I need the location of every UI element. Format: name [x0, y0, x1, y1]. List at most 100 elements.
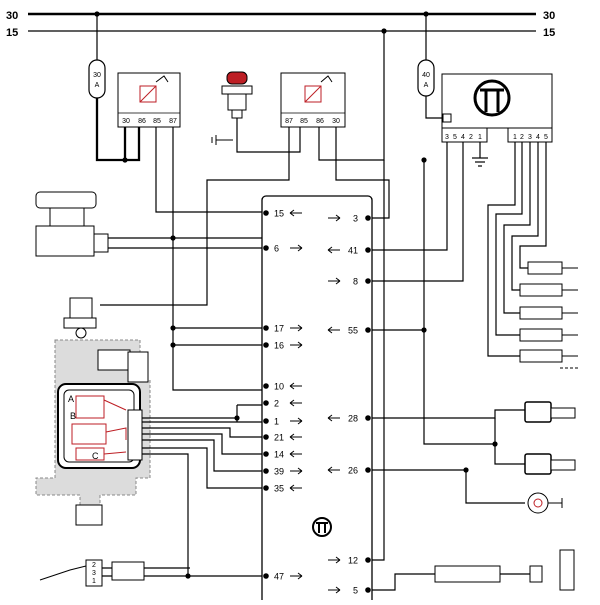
connector-pin-labels: 231 — [92, 562, 96, 585]
ecu-left-pin-14: 14 — [274, 450, 284, 460]
ecu-left-arrow-6 — [290, 244, 303, 252]
ecu-right-pin-dot-41 — [365, 247, 371, 253]
glow-plugs — [519, 261, 580, 369]
ecu-left-pin-35: 35 — [274, 484, 284, 494]
pump-label-a: A — [68, 394, 74, 404]
ecu-left-pin-dot-6 — [263, 245, 269, 251]
module-a-pin-1: 1 — [478, 134, 482, 141]
injector-needle-sensor — [434, 549, 575, 591]
temperature-sensor-1 — [524, 401, 576, 423]
ecu-left-arrow-10 — [289, 382, 302, 390]
ecu-right-arrow-41 — [327, 246, 340, 254]
ecu-left-pin-10: 10 — [274, 382, 284, 392]
ecu-right-arrow-12 — [328, 556, 341, 564]
module-b-pin-2: 2 — [520, 134, 524, 141]
ecu-left-arrow-2 — [289, 399, 302, 407]
ecu-right-pin-dot-28 — [365, 415, 371, 421]
ecu-right-arrow-5 — [328, 586, 341, 594]
relay-left-pin-86: 86 — [138, 118, 146, 125]
ecu-left-pin-47: 47 — [274, 572, 284, 582]
ecu-left-pin-dot-2 — [263, 400, 269, 406]
temperature-sensor-2 — [524, 453, 576, 475]
ecu-right-pin-dot-3 — [365, 215, 371, 221]
module-b-pin-5: 5 — [544, 134, 548, 141]
ecu-right-pin-3: 3 — [353, 214, 358, 224]
module-a-pin-2: 2 — [469, 134, 473, 141]
ecu-left-pin-dot-15 — [263, 210, 269, 216]
advance-solenoid — [97, 349, 149, 383]
supply-rails: 30 15 30 15 — [6, 10, 555, 39]
relay-right-pin-86: 86 — [316, 118, 324, 125]
rail-label-15-left: 15 — [6, 27, 18, 39]
ecu-right-pin-8: 8 — [353, 277, 358, 287]
bottom-connector: 231 — [39, 559, 145, 587]
module-a-pin-4: 4 — [461, 134, 465, 141]
ecu-right-pin-5: 5 — [353, 586, 358, 596]
ecu-right-pin-dot-5 — [365, 587, 371, 593]
ecu-right-pin-26: 26 — [348, 466, 358, 476]
ecu-left-pin-dot-16 — [263, 342, 269, 348]
ecu-left-pin-dot-17 — [263, 325, 269, 331]
connector-pin-2: 2 — [92, 562, 96, 569]
connector-pin-1: 1 — [92, 578, 96, 585]
ecu-left-pin-dot-35 — [263, 485, 269, 491]
stop-solenoid — [63, 297, 97, 339]
ecu-left-arrow-39 — [290, 467, 303, 475]
warning-lamp — [527, 492, 563, 514]
rail-label-30-left: 30 — [6, 10, 18, 22]
pump-label-b: B — [70, 411, 76, 421]
ecu-right-arrow-3 — [328, 214, 341, 222]
module-b-pin-1: 1 — [513, 134, 517, 141]
relay-right-pin-85: 85 — [300, 118, 308, 125]
ecu-left-arrow-15 — [289, 209, 302, 217]
pump-label-c: C — [92, 451, 99, 461]
ecu-left-pin-6: 6 — [274, 244, 279, 254]
ecu-left-arrow-47 — [290, 572, 303, 580]
ecu-right-arrow-55 — [327, 326, 340, 334]
ecu-left-pin-dot-10 — [263, 383, 269, 389]
ecu-left-pin-39: 39 — [274, 467, 284, 477]
fuse-left-unit: A — [95, 82, 100, 89]
ecu-right-arrow-26 — [327, 466, 340, 474]
ecu-right-arrow-8 — [328, 277, 341, 285]
module-a-pin-5: 5 — [453, 134, 457, 141]
rail-label-30-right: 30 — [543, 10, 555, 22]
relay-right-pin-30: 30 — [332, 118, 340, 125]
ecu-left-pin-dot-1 — [263, 418, 269, 424]
connector-pin-3: 3 — [92, 570, 96, 577]
ecu-right-pin-28: 28 — [348, 414, 358, 424]
ecu-left-pin-dot-39 — [263, 468, 269, 474]
wire-junctions — [94, 11, 498, 579]
module-b-pin-4: 4 — [536, 134, 540, 141]
ecu-left-pin-15: 15 — [274, 209, 284, 219]
ecu-left-pin-16: 16 — [274, 341, 284, 351]
ecu-left-pin-dot-21 — [263, 434, 269, 440]
ecu-right-pin-dot-26 — [365, 467, 371, 473]
ecu-left-pin-21: 21 — [274, 433, 284, 443]
fuse-right-unit: A — [424, 82, 429, 89]
ecu-left-pin-17: 17 — [274, 324, 284, 334]
ecu-left-pin-dot-14 — [263, 451, 269, 457]
ecu-right-pin-dot-12 — [365, 557, 371, 563]
ecu-right-pin-12: 12 — [348, 556, 358, 566]
ecu-left-arrow-16 — [290, 341, 303, 349]
pressure-switch — [211, 71, 253, 145]
ecu-left-arrow-1 — [290, 417, 303, 425]
ecu-left-pin-2: 2 — [274, 399, 279, 409]
pump-control-unit: A B C — [57, 383, 143, 526]
ecu-right-pin-55: 55 — [348, 326, 358, 336]
glow-coil-icon — [473, 79, 511, 117]
fuse-left: 30 A — [88, 59, 106, 99]
fuse-right-amps: 40 — [422, 72, 430, 79]
fuse-left-amps: 30 — [93, 72, 101, 79]
